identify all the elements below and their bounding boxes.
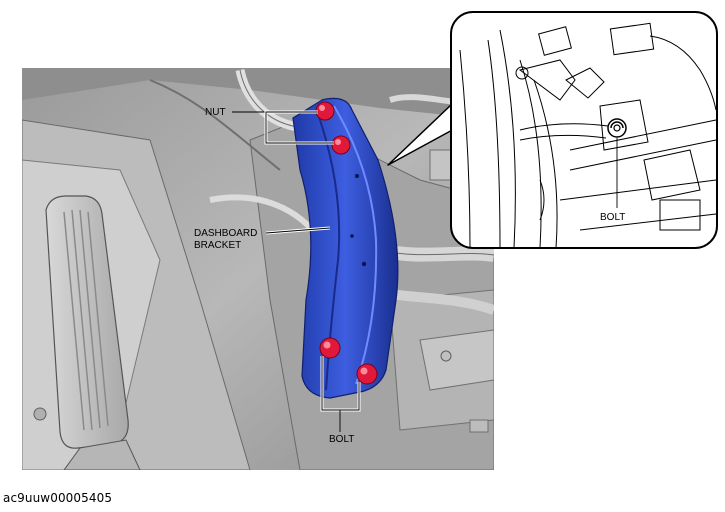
dashboard-bracket-label-line1: DASHBOARD [194,228,257,239]
bolt-label-detail: BOLT [600,212,625,223]
bolt-left [319,337,341,359]
main-view [22,68,494,470]
bolt-right [356,363,378,385]
leader-lines [232,110,361,432]
nut-upper [315,101,335,121]
dashboard-bracket [292,97,399,399]
bolt-label-main: BOLT [329,434,354,445]
accelerator-pedal [45,195,141,470]
bolt-detail-fastener [607,118,627,138]
detail-view [450,11,718,249]
figure-id: ac9uuw00005405 [3,491,113,505]
nut-label: NUT [205,107,226,118]
dashboard-bracket-label-line2: BRACKET [194,240,241,251]
nut-lower [331,135,351,155]
